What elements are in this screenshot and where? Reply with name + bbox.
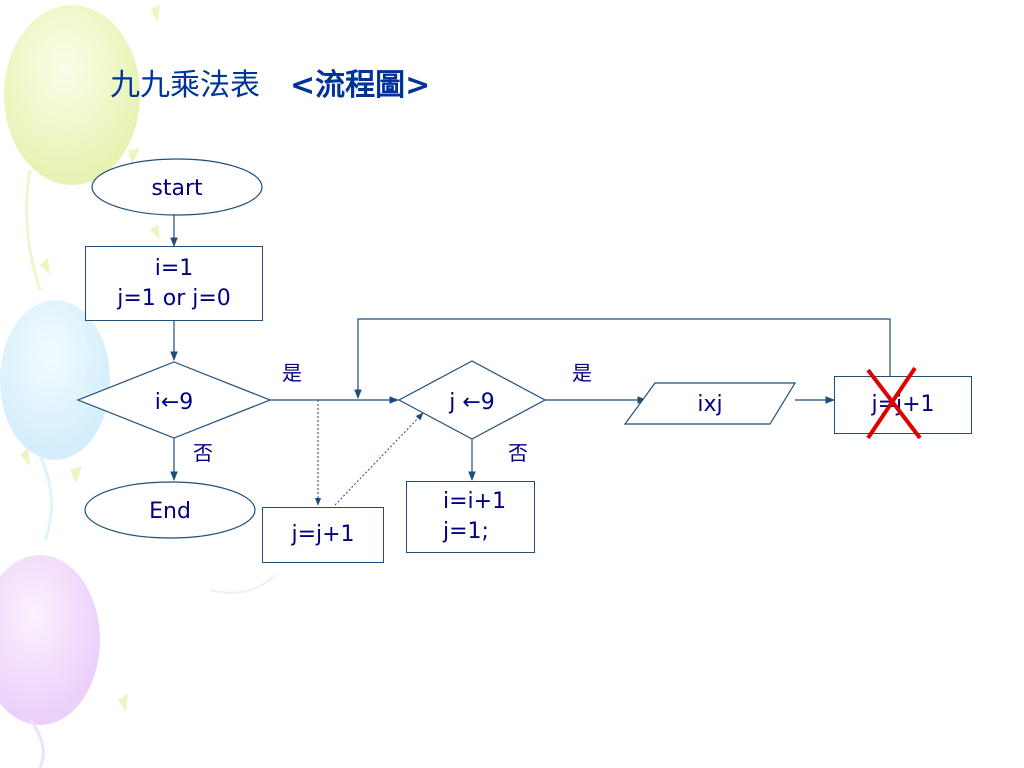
increment-j-box-right: j=j+1	[834, 376, 972, 434]
green-balloon-icon	[4, 5, 140, 291]
purple-balloon-icon	[0, 555, 100, 768]
output-label: ixj	[697, 392, 722, 417]
blue-balloon-icon	[0, 300, 110, 541]
end-label: End	[149, 499, 191, 524]
loop-back-line	[354, 318, 891, 399]
decorative-stroke	[209, 574, 276, 594]
no-label-cond-j: 否	[508, 441, 528, 465]
yes-label-cond-i: 是	[282, 361, 302, 385]
dotted-arrow-incr-j-to-cond-j	[334, 412, 424, 506]
next-row-line-2: j=1;	[443, 519, 489, 544]
end-terminal: End	[84, 481, 256, 539]
output-io: ixj	[623, 382, 797, 425]
next-row-line-1: i=i+1	[443, 489, 507, 515]
confetti-icon	[20, 4, 160, 712]
start-terminal: start	[91, 158, 263, 216]
decision-j: j ←9	[397, 360, 547, 440]
title-suffix: <流程圖>	[290, 68, 431, 103]
decision-j-label: j ←9	[448, 390, 495, 415]
yes-label-cond-j: 是	[572, 361, 592, 385]
no-label-cond-i: 否	[193, 441, 213, 465]
init-line-1: i=1	[154, 255, 194, 281]
decision-i-label: i←9	[155, 390, 194, 415]
init-process-box: i=1 j=1 or j=0	[85, 246, 263, 321]
title-main: 九九乘法表	[110, 68, 290, 103]
increment-j-lower-label: j=j+1	[291, 522, 355, 548]
start-label: start	[151, 176, 203, 201]
decision-i: i←9	[76, 361, 272, 439]
increment-j-right-label: j=j+1	[871, 392, 935, 418]
slide-title: 九九乘法表 <流程圖>	[110, 60, 430, 104]
init-line-2: j=1 or j=0	[117, 285, 231, 311]
next-row-box: i=i+1 j=1;	[406, 481, 535, 553]
increment-j-box-lower: j=j+1	[262, 507, 384, 563]
